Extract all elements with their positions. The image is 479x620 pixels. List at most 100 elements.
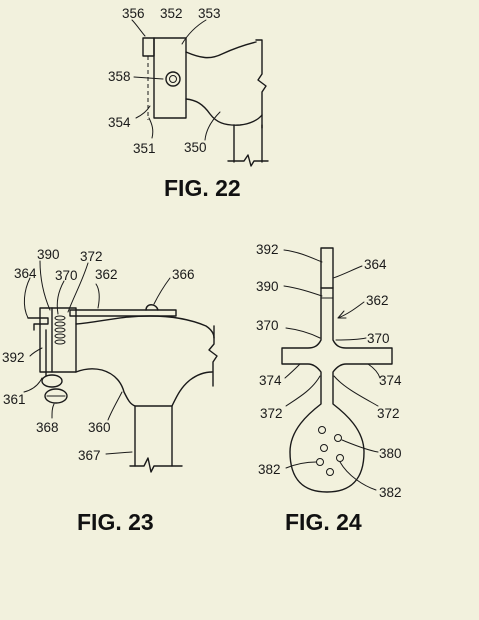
fig23-bump (145, 304, 159, 311)
spring-coil (54, 327, 66, 333)
fig23: 390 372 364 370 362 366 392 361 368 360 … (2, 247, 218, 535)
ref-360: 360 (88, 420, 111, 435)
ref-372-left: 372 (260, 406, 283, 421)
caption-fig24: FIG. 24 (285, 509, 362, 535)
fig24: 392 364 390 362 370 370 374 374 372 372 … (256, 242, 402, 535)
fig23-leader-368 (51, 403, 55, 419)
caption-fig23: FIG. 23 (77, 509, 154, 535)
fig22-screw-inner (169, 75, 177, 83)
fig22-clamp-lip (142, 37, 155, 57)
caption-fig22: FIG. 22 (164, 175, 241, 201)
fig23-body-outline (75, 315, 215, 407)
ref-356: 356 (122, 6, 145, 21)
ref-353: 353 (198, 6, 221, 21)
ref-374-right: 374 (379, 373, 402, 388)
ref-392: 392 (2, 350, 25, 365)
spring-coil (54, 333, 66, 339)
spring-coil (54, 339, 66, 345)
ref-370: 370 (55, 268, 78, 283)
ref-372: 372 (80, 249, 103, 264)
ref-390: 390 (256, 279, 279, 294)
fig23-knob (41, 374, 68, 404)
ref-366: 366 (172, 267, 195, 282)
fig22-leader-356 (131, 19, 146, 37)
ref-370-left: 370 (256, 318, 279, 333)
hole (336, 454, 344, 462)
fig22-leader-358 (133, 76, 164, 80)
fig23-leader-392 (29, 347, 43, 357)
fig24-leader-370-left (285, 327, 321, 339)
fig23-clamp-frame (39, 307, 77, 373)
spring-coil (54, 315, 66, 321)
fig23-clamp-hook (27, 317, 49, 331)
hole (320, 444, 328, 452)
ref-370-right: 370 (367, 331, 390, 346)
fig22-break-right (255, 39, 267, 129)
fig24-leader-364 (332, 265, 363, 279)
fig24-leader-362 (337, 301, 365, 319)
fig24-leader-382-left (285, 461, 317, 469)
hole (318, 426, 326, 434)
fig22-leader-353 (181, 19, 207, 45)
hole (334, 434, 342, 442)
fig24-leader-374-left (284, 363, 301, 379)
ref-382-left: 382 (258, 462, 281, 477)
fig23-leader-361 (23, 377, 43, 393)
ref-351: 351 (133, 141, 156, 156)
fig24-leader-392 (283, 249, 323, 263)
fig23-break-right (208, 325, 218, 387)
knob-top (41, 374, 63, 388)
fig23-leader-362 (95, 283, 100, 309)
fig22-leader-354 (135, 105, 151, 119)
ref-352: 352 (160, 6, 183, 21)
fig22-neck (233, 124, 263, 163)
fig24-leader-390 (283, 285, 323, 297)
ref-364: 364 (364, 257, 387, 272)
fig22-leader-351 (148, 117, 154, 139)
fig23-spring (54, 315, 66, 345)
fig22-screw-outer (165, 71, 181, 87)
fig24-leader-370-right (335, 337, 367, 341)
fig24-leader-382-right (339, 461, 377, 491)
fig24-arrow-362 (337, 310, 347, 319)
fig24-leader-372-left (285, 375, 321, 407)
knob-bottom (44, 388, 68, 404)
ref-382-right: 382 (379, 485, 402, 500)
fig23-leader-372 (67, 262, 89, 313)
ref-367: 367 (78, 448, 101, 463)
fig24-leader-374-right (367, 363, 381, 379)
fig23-leader-367 (105, 451, 133, 455)
ref-362: 362 (95, 267, 118, 282)
fig23-leader-364 (23, 277, 31, 319)
fig23-leader-360 (107, 391, 123, 421)
fig24-leader-372-right (333, 375, 379, 407)
ref-361: 361 (3, 392, 26, 407)
ref-350: 350 (184, 140, 207, 155)
fig24-stem (281, 247, 393, 493)
hole (316, 458, 324, 466)
ref-362: 362 (366, 293, 389, 308)
fig24-holes (316, 426, 344, 476)
fig23-neck (134, 405, 173, 467)
ref-374-left: 374 (259, 373, 282, 388)
fig22-body-outline (185, 41, 263, 126)
ref-372-right: 372 (377, 406, 400, 421)
fig22-bottom-break (227, 154, 269, 167)
ref-390: 390 (37, 247, 60, 262)
fig22-leader-350 (204, 111, 221, 141)
fig24-leader-380 (341, 439, 379, 453)
ref-380: 380 (379, 446, 402, 461)
ref-392: 392 (256, 242, 279, 257)
fig23-leader-366 (153, 277, 171, 305)
fig22: 356 352 353 358 354 351 350 FIG. 22 (108, 6, 269, 201)
ref-368: 368 (36, 420, 59, 435)
fig23-leader-390 (39, 260, 51, 311)
ref-364: 364 (14, 266, 37, 281)
ref-354: 354 (108, 115, 131, 130)
fig23-top-plate (69, 309, 177, 317)
ref-358: 358 (108, 69, 131, 84)
fig23-leader-370 (56, 280, 65, 315)
hole (326, 468, 334, 476)
